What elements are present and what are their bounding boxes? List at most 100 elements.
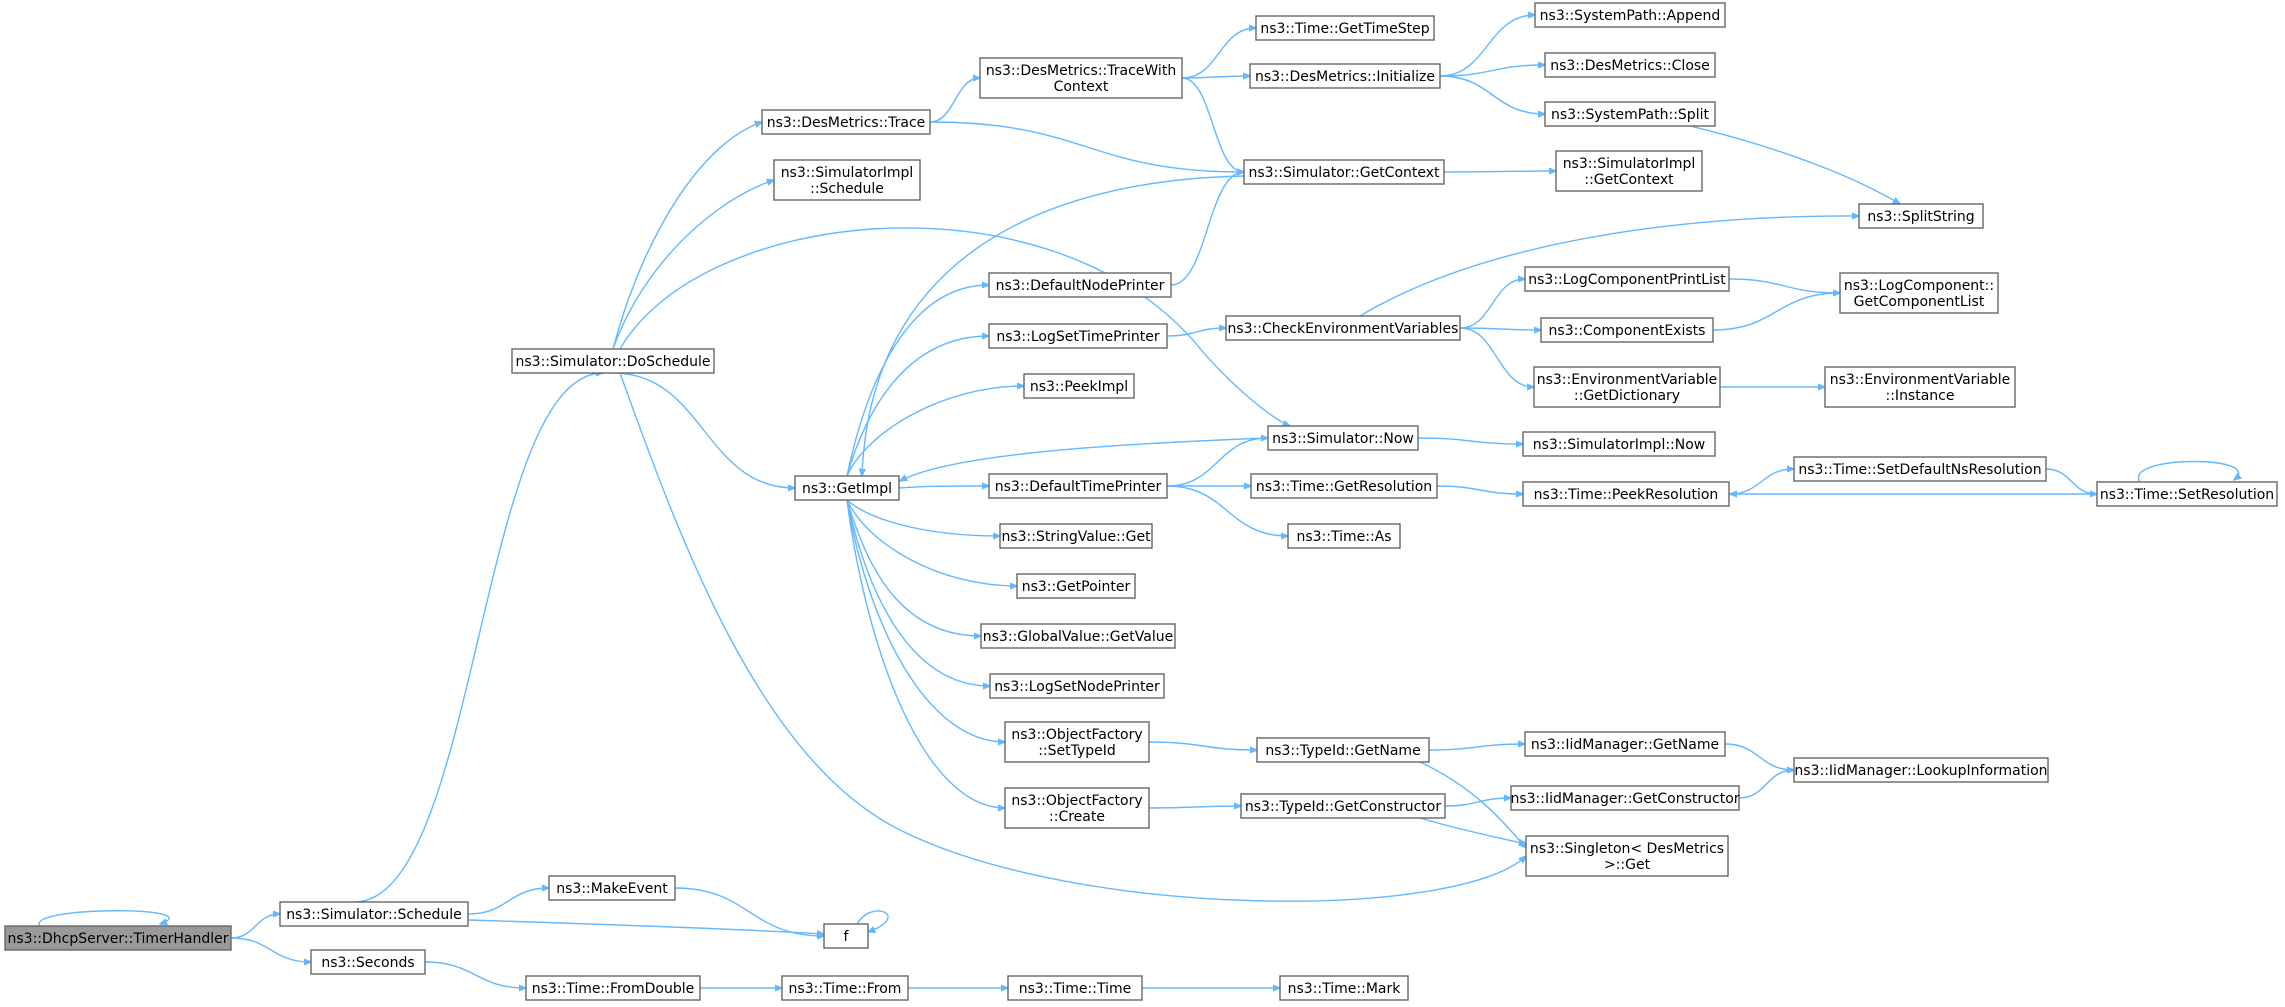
node-defnodeprinter[interactable]: ns3::DefaultNodePrinter (988, 272, 1172, 298)
node-box (1023, 373, 1135, 399)
edge-line (1436, 485, 1523, 494)
node-label: ns3::Time::FromDouble (532, 981, 695, 997)
node-from[interactable]: ns3::Time::From (781, 975, 909, 1001)
node-getresolution[interactable]: ns3::Time::GetResolution (1250, 473, 1438, 499)
node-label: ns3::ObjectFactory (1011, 727, 1142, 743)
node-syssplit[interactable]: ns3::SystemPath::Split (1544, 101, 1716, 127)
node-envgetdict[interactable]: ns3::EnvironmentVariable::GetDictionary (1533, 366, 1721, 408)
node-logsetnodeprinter[interactable]: ns3::LogSetNodePrinter (989, 673, 1165, 699)
edge-getimpl-to-peekimpl (846, 386, 1024, 477)
edge-getimpl-to-ofsettypeid (846, 499, 1005, 742)
node-getimpl[interactable]: ns3::GetImpl (794, 475, 900, 501)
edge-line (353, 373, 603, 903)
edge-line (1728, 469, 1794, 495)
node-splitstring[interactable]: ns3::SplitString (1858, 203, 1984, 229)
edge-doschedule-to-singleton (619, 372, 1526, 902)
node-logcompgetlist[interactable]: ns3::LogComponent::GetComponentList (1839, 272, 1999, 314)
node-simimplnow[interactable]: ns3::SimulatorImpl::Now (1522, 431, 1716, 457)
node-doschedule[interactable]: ns3::Simulator::DoSchedule (511, 348, 715, 374)
node-peekimpl[interactable]: ns3::PeekImpl (1023, 373, 1135, 399)
node-peekresolution[interactable]: ns3::Time::PeekResolution (1522, 481, 1730, 507)
node-label: ns3::DesMetrics::Close (1550, 58, 1710, 74)
node-fromdouble[interactable]: ns3::Time::FromDouble (525, 975, 701, 1001)
node-stringvalueget[interactable]: ns3::StringValue::Get (999, 523, 1153, 549)
node-box (1287, 523, 1401, 549)
node-label: ns3::DefaultTimePrinter (995, 479, 1162, 495)
node-box (1225, 315, 1461, 341)
node-box (1544, 101, 1716, 127)
node-gettimestep[interactable]: ns3::Time::GetTimeStep (1255, 15, 1435, 41)
node-typeidgetname[interactable]: ns3::TypeId::GetName (1256, 737, 1430, 763)
node-seconds[interactable]: ns3::Seconds (310, 949, 426, 975)
node-getcontext[interactable]: ns3::Simulator::GetContext (1243, 159, 1445, 185)
node-compexists[interactable]: ns3::ComponentExists (1540, 317, 1714, 343)
node-box (823, 923, 869, 949)
node-iidlookup[interactable]: ns3::IidManager::LookupInformation (1793, 757, 2049, 783)
edge-checkenv-to-logcompprintlist (1459, 279, 1525, 329)
edge-getimpl-to-getpointer (846, 499, 1017, 586)
node-now[interactable]: ns3::Simulator::Now (1267, 425, 1419, 451)
node-box (979, 57, 1183, 99)
node-label: ns3::Time::From (789, 981, 902, 997)
edge-now-to-simimplnow (1417, 437, 1523, 444)
edge-line (862, 175, 1245, 476)
node-mark[interactable]: ns3::Time::Mark (1279, 975, 1409, 1001)
edge-doschedule-to-getimpl (612, 372, 795, 488)
edge-line (1181, 77, 1244, 172)
edge-line (1728, 278, 1840, 293)
node-desmtrace[interactable]: ns3::DesMetrics::Trace (761, 109, 931, 135)
node-desmclose[interactable]: ns3::DesMetrics::Close (1544, 52, 1716, 78)
edge-desminit-to-syssplit (1439, 75, 1545, 114)
node-box (1279, 975, 1409, 1001)
node-box (1250, 473, 1438, 499)
node-timeas[interactable]: ns3::Time::As (1287, 523, 1401, 549)
node-box (525, 975, 701, 1001)
node-ofsettypeid[interactable]: ns3::ObjectFactory::SetTypeId (1004, 721, 1150, 763)
node-box (1533, 366, 1721, 408)
edge-getimpl-to-deftimeprinter (898, 486, 989, 488)
node-label: ::GetContext (1584, 172, 1674, 188)
node-iidgetname[interactable]: ns3::IidManager::GetName (1524, 731, 1726, 757)
node-timer[interactable]: ns3::DhcpServer::TimerHandler (4, 925, 232, 951)
node-schedule[interactable]: ns3::Simulator::Schedule (279, 901, 469, 927)
node-setdefnsres[interactable]: ns3::Time::SetDefaultNsResolution (1793, 456, 2047, 482)
node-label: Context (1054, 79, 1109, 95)
node-simimplschedule[interactable]: ns3::SimulatorImpl::Schedule (773, 159, 921, 201)
node-setresolution[interactable]: ns3::Time::SetResolution (2096, 481, 2278, 507)
edge-line (1417, 437, 1523, 444)
node-makeevent[interactable]: ns3::MakeEvent (548, 875, 676, 901)
node-logcompprintlist[interactable]: ns3::LogComponentPrintList (1524, 266, 1730, 292)
edge-desminit-to-sysappend (1439, 15, 1535, 77)
edge-typeidgetname-to-iidgetname (1428, 744, 1525, 751)
node-label: ns3::SystemPath::Append (1540, 8, 1721, 24)
node-box (988, 473, 1168, 499)
node-box (1555, 150, 1703, 192)
edge-line (1428, 744, 1525, 751)
node-sysappend[interactable]: ns3::SystemPath::Append (1534, 2, 1726, 28)
node-box (999, 523, 1153, 549)
node-label: ns3::GetPointer (1022, 579, 1131, 595)
node-simimplgetctx[interactable]: ns3::SimulatorImpl::GetContext (1555, 150, 1703, 192)
edge-line (467, 888, 549, 915)
node-globalvalue[interactable]: ns3::GlobalValue::GetValue (980, 623, 1176, 649)
edge-deftimeprinter-to-now (1166, 438, 1268, 487)
node-getpointer[interactable]: ns3::GetPointer (1016, 573, 1136, 599)
edge-tracewithctx-to-gettimestep (1181, 28, 1256, 79)
node-box (1522, 481, 1730, 507)
node-typeidgetctor[interactable]: ns3::TypeId::GetConstructor (1240, 793, 1446, 819)
node-label: ::Instance (1886, 388, 1955, 404)
node-desminit[interactable]: ns3::DesMetrics::Initialize (1249, 63, 1441, 89)
node-deftimeprinter[interactable]: ns3::DefaultTimePrinter (988, 473, 1168, 499)
node-checkenv[interactable]: ns3::CheckEnvironmentVariables (1225, 315, 1461, 341)
node-box (2096, 481, 2278, 507)
node-logsettimeprinter[interactable]: ns3::LogSetTimePrinter (988, 323, 1168, 349)
node-ofcreate[interactable]: ns3::ObjectFactory::Create (1004, 787, 1150, 829)
node-envinstance[interactable]: ns3::EnvironmentVariable::Instance (1824, 366, 2016, 408)
node-singleton[interactable]: ns3::Singleton< DesMetrics>::Get (1525, 835, 1729, 877)
node-time[interactable]: ns3::Time::Time (1007, 975, 1143, 1001)
node-label: ns3::LogSetNodePrinter (994, 679, 1160, 695)
node-iidgetctor[interactable]: ns3::IidManager::GetConstructor (1510, 785, 1740, 811)
node-label: ns3::Singleton< DesMetrics (1530, 841, 1724, 857)
node-f[interactable]: f (823, 923, 869, 949)
